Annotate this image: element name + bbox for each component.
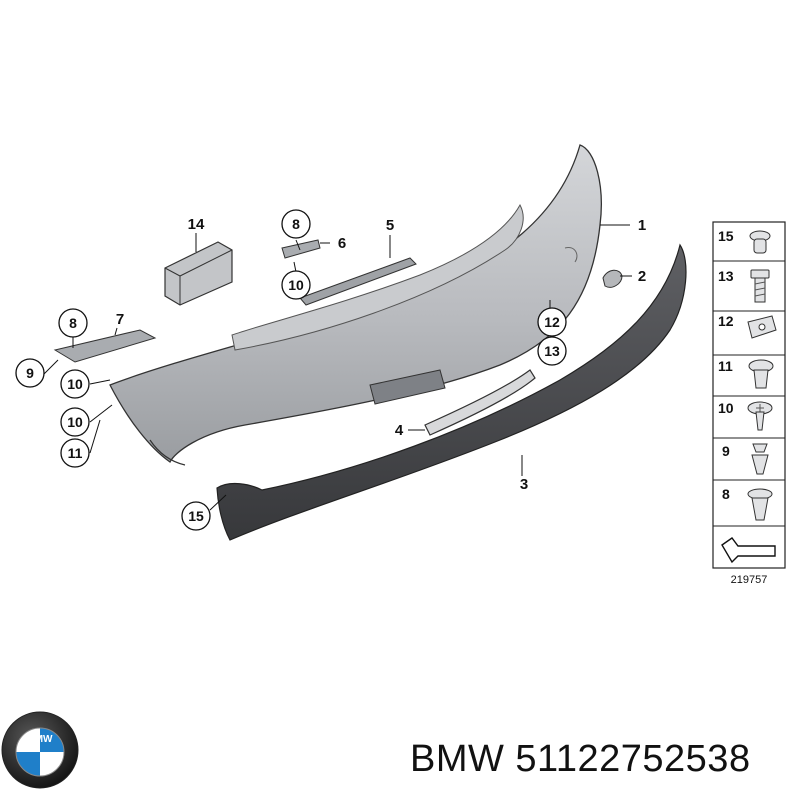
callout-8a-label: 8 — [292, 216, 300, 232]
spring-nut-icon — [747, 315, 777, 339]
callout-15-label: 15 — [188, 508, 204, 524]
callout-12: 12 — [537, 307, 567, 337]
callout-13: 13 — [537, 336, 567, 366]
callout-4: 4 — [395, 422, 404, 439]
callout-5: 5 — [386, 217, 394, 234]
push-rivet-icon — [749, 230, 771, 254]
callout-15: 15 — [181, 501, 211, 531]
clip-part-6 — [281, 239, 321, 259]
callout-7-label: 7 — [116, 311, 124, 328]
callout-10c-label: 10 — [67, 414, 83, 430]
callout-1: 1 — [638, 217, 646, 234]
callout-9: 9 — [15, 358, 45, 388]
callout-5-label: 5 — [386, 217, 394, 234]
legend-row-13: 13 — [718, 268, 734, 284]
clip-8-icon — [747, 488, 773, 521]
callout-11-label: 11 — [68, 445, 83, 461]
callout-4-label: 4 — [395, 422, 404, 439]
legend-row-9: 9 — [722, 443, 730, 459]
callout-6-label: 6 — [338, 235, 346, 252]
tow-hook-cover — [602, 269, 623, 288]
guide-rail — [299, 257, 417, 306]
callout-9-label: 9 — [26, 365, 34, 381]
diagram-code: 219757 — [731, 574, 768, 586]
callout-11: 11 — [60, 438, 90, 468]
callout-14-label: 14 — [188, 216, 205, 233]
legend-row-11: 11 — [718, 358, 733, 374]
callout-8a: 8 — [281, 209, 311, 239]
callout-3: 3 — [520, 476, 528, 493]
callout-2-label: 2 — [638, 268, 646, 285]
fastener-legend: 15 13 12 11 10 9 8 — [712, 221, 786, 586]
logo-letters: BMW — [28, 734, 54, 745]
callout-12-label: 12 — [544, 314, 560, 330]
callout-10b: 10 — [60, 369, 90, 399]
legend-row-12: 12 — [718, 313, 734, 329]
callout-10c: 10 — [60, 407, 90, 437]
callout-6: 6 — [338, 235, 346, 252]
callout-3-label: 3 — [520, 476, 528, 493]
license-bracket — [424, 369, 536, 436]
bumper-cover — [109, 144, 602, 466]
callout-7: 7 — [116, 311, 124, 328]
legend-row-8: 8 — [722, 486, 730, 502]
bmw-logo-icon: BMW — [1, 711, 79, 789]
arrow-icon — [721, 537, 776, 564]
part-number-label: BMW 51122752538 — [410, 738, 751, 780]
screw-icon — [750, 269, 770, 303]
sensor-box — [164, 241, 233, 306]
expanding-rivet-icon — [748, 359, 774, 389]
clip-screw-icon — [747, 401, 773, 431]
callout-10a-label: 10 — [288, 277, 304, 293]
leader-lines — [43, 224, 632, 511]
callout-8b-label: 8 — [69, 315, 77, 331]
side-bracket — [53, 329, 157, 363]
callout-10a: 10 — [281, 270, 311, 300]
legend-row-10: 10 — [718, 400, 734, 416]
legend-row-15: 15 — [718, 228, 734, 244]
callout-8b: 8 — [58, 308, 88, 338]
clip-9-icon — [751, 443, 769, 475]
callout-1-label: 1 — [638, 217, 646, 234]
callout-14: 14 — [188, 216, 205, 233]
callout-2: 2 — [638, 268, 646, 285]
callout-10b-label: 10 — [67, 376, 83, 392]
callout-13-label: 13 — [544, 343, 560, 359]
lower-trim-strip — [216, 243, 687, 541]
